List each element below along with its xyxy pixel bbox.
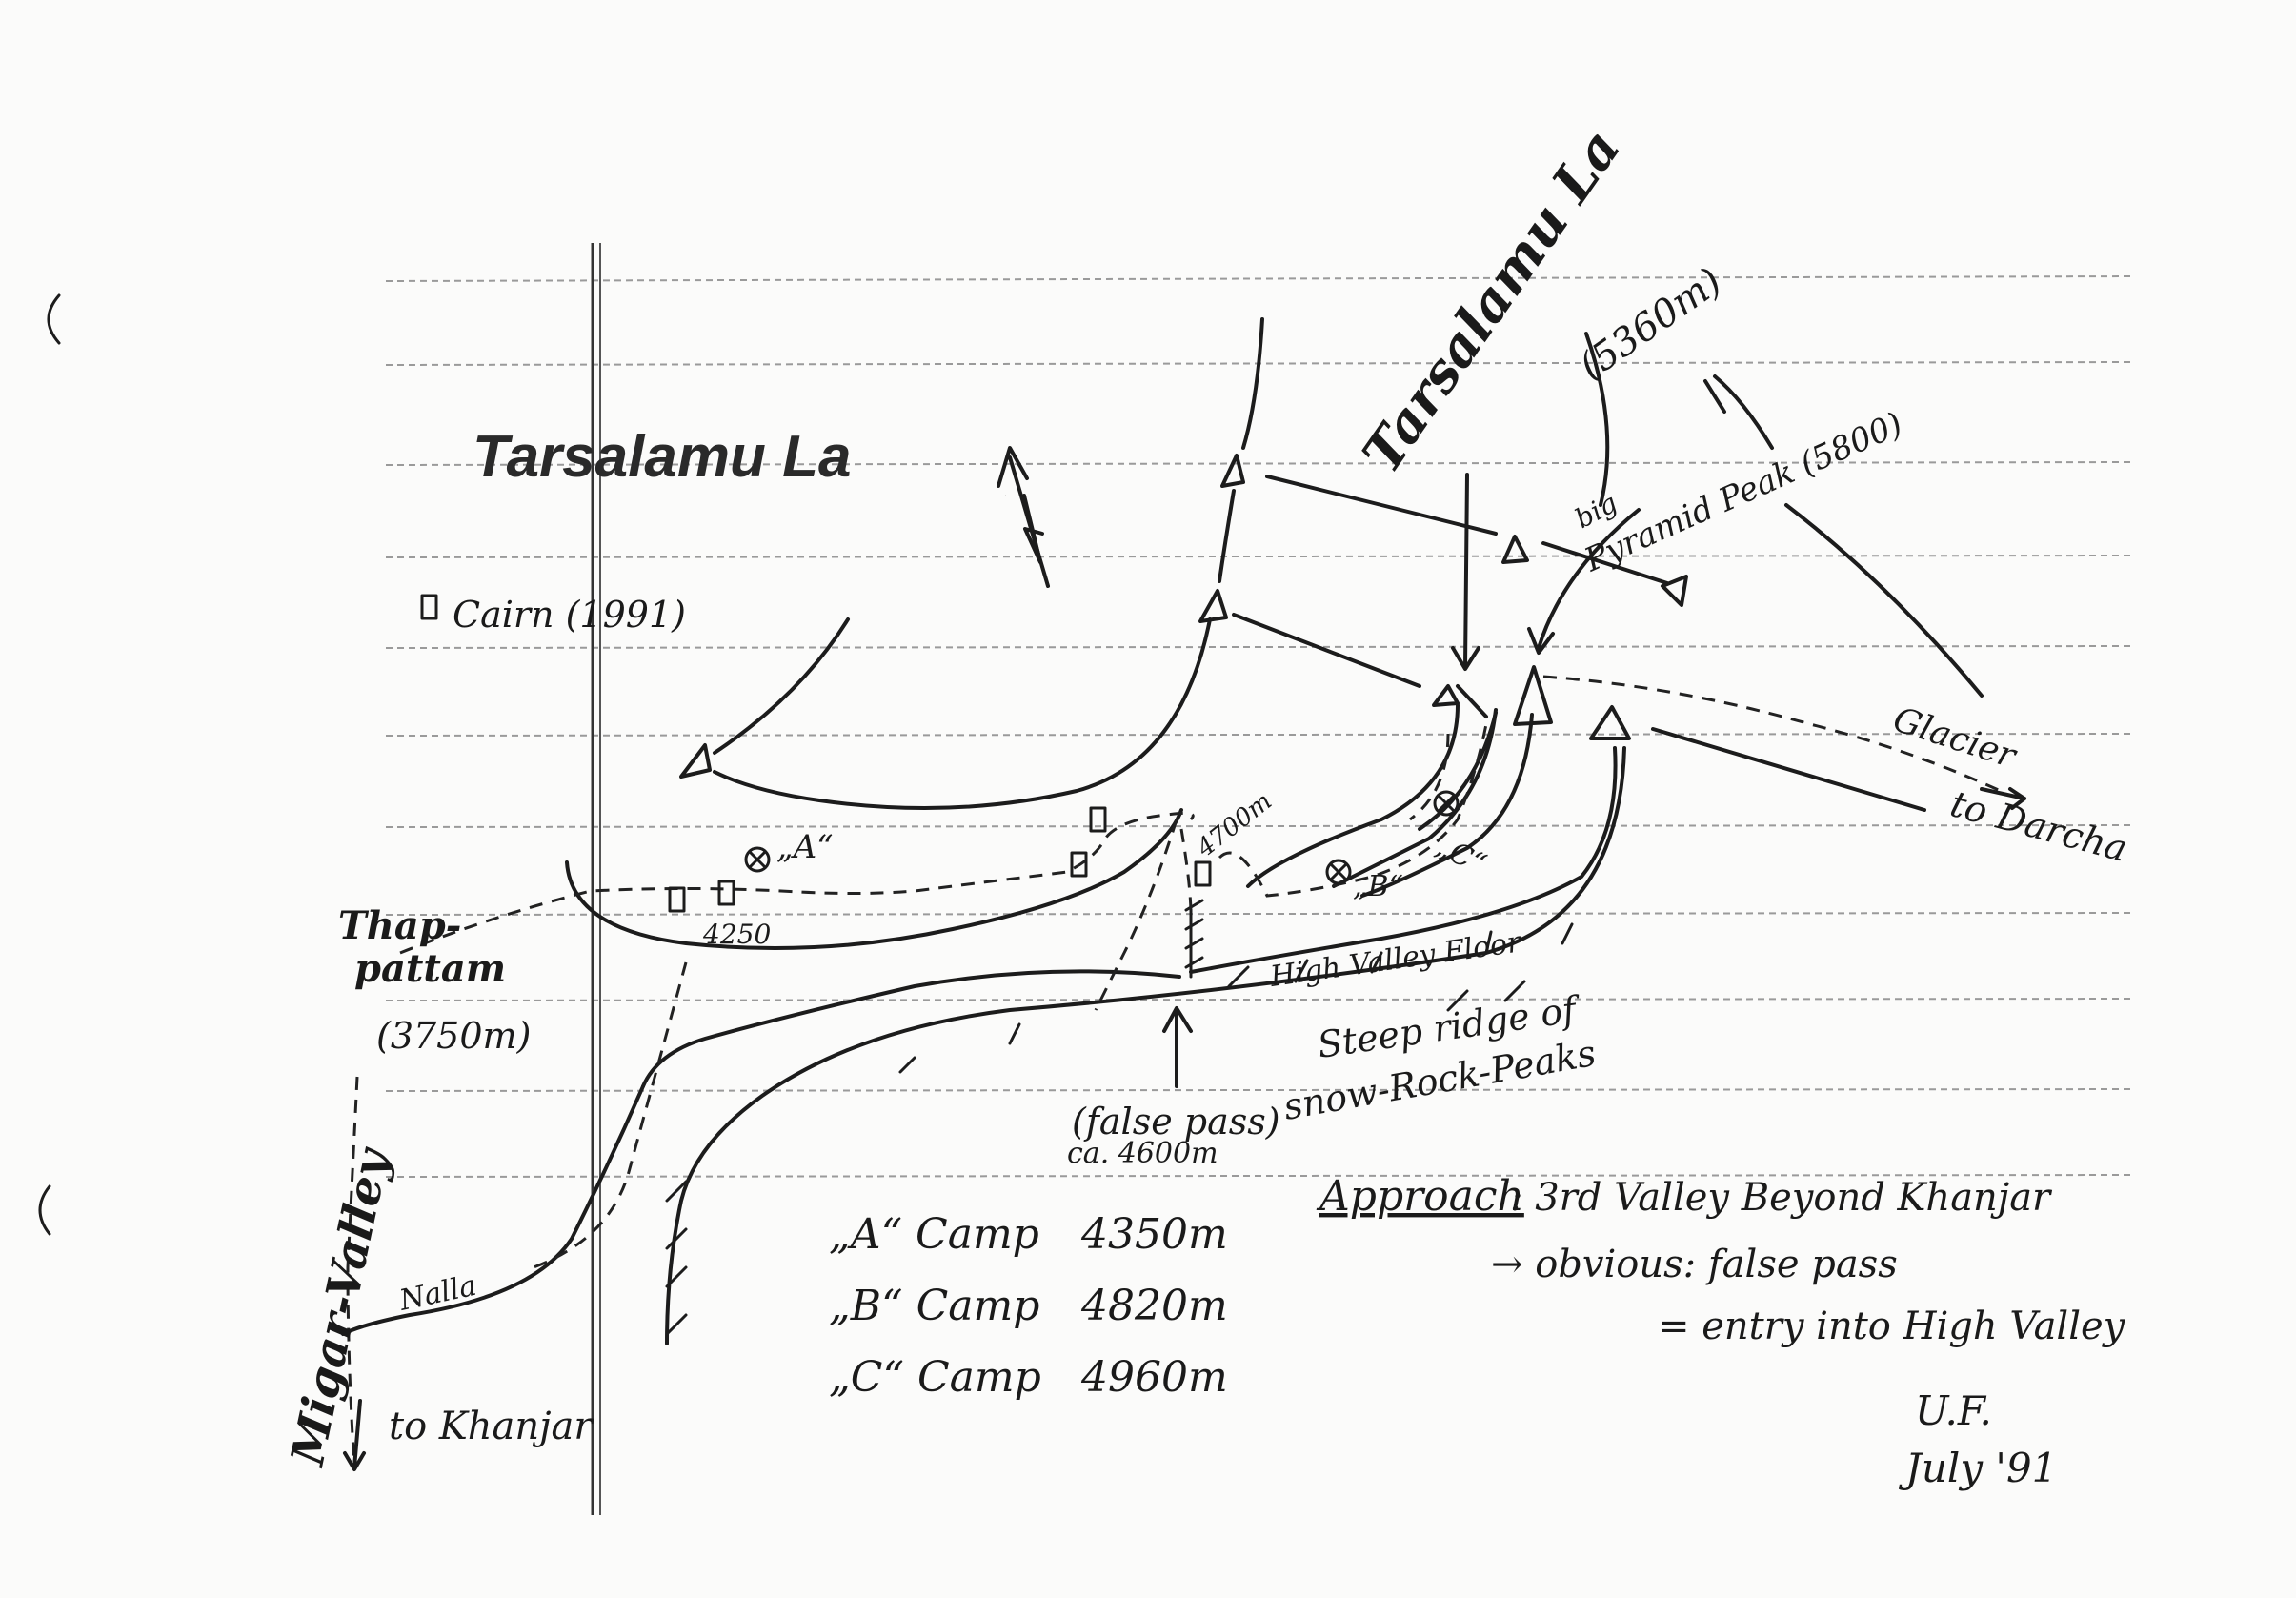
north-symbol-text: N bbox=[1004, 495, 1006, 496]
ridge-line bbox=[1784, 503, 1984, 698]
ridge-line bbox=[665, 746, 1626, 1345]
pass-name-label: Tarsalamu La bbox=[1350, 118, 1632, 484]
cairn-label: Cairn (1991) bbox=[453, 594, 686, 636]
false-pass-elevation-label: ca. 4600m bbox=[1067, 1137, 1218, 1170]
ridge-line bbox=[565, 808, 1183, 950]
signature-initials: U.F. bbox=[1915, 1387, 1992, 1434]
migar-valley-label: Migar-Valley bbox=[281, 1143, 401, 1472]
peak-icon bbox=[1513, 665, 1553, 726]
punch-hole-mark bbox=[47, 293, 61, 345]
ridge-line bbox=[1456, 684, 1488, 718]
glacier-label: Glacier bbox=[1888, 700, 2022, 777]
arrow-icon bbox=[1980, 787, 2026, 810]
ridge-line bbox=[713, 617, 850, 755]
ridge-line bbox=[1584, 332, 1610, 507]
approach-line: = entry into High Valley bbox=[1658, 1305, 2126, 1348]
camp-legend-elevation: 4820m bbox=[1080, 1282, 1228, 1330]
to-khanjar-label: to Khanjar bbox=[389, 1405, 594, 1448]
ridge-line bbox=[1265, 475, 1498, 536]
ridge-line bbox=[1651, 727, 1926, 812]
approach-notes: Approach : 3rd Valley Beyond Khanjar → o… bbox=[1316, 1172, 2126, 1348]
village-label: Thap- bbox=[338, 903, 461, 948]
camp-legend-name: „A“ Camp bbox=[829, 1210, 1039, 1259]
cairn-icon bbox=[1089, 806, 1107, 833]
ridge-line bbox=[641, 969, 1181, 1088]
cairn-icon bbox=[420, 594, 438, 620]
ridge-line bbox=[1241, 317, 1264, 450]
false-pass-label: (false pass) bbox=[1072, 1101, 1280, 1143]
signature-date: July '91 bbox=[1898, 1445, 2057, 1491]
punch-hole-mark bbox=[38, 1184, 51, 1236]
ridge-line bbox=[1232, 613, 1421, 688]
arrow-icon bbox=[1451, 473, 1480, 671]
arrow-icon bbox=[1527, 508, 1641, 655]
ruled-lines bbox=[385, 275, 2135, 1178]
peak-icon bbox=[1432, 684, 1460, 707]
to-darcha-label: to Darcha bbox=[1946, 782, 2132, 870]
elevation-label: 4700m bbox=[1191, 787, 1278, 863]
camp-b-icon bbox=[1325, 859, 1352, 885]
ridge-line bbox=[1541, 541, 1669, 585]
peak-icon bbox=[1220, 454, 1245, 488]
peak-icon bbox=[679, 743, 712, 779]
peak-icon bbox=[1589, 705, 1631, 740]
camp-legend-name: „B“ Camp bbox=[829, 1282, 1039, 1330]
map-title: Tarsalamu La bbox=[473, 424, 851, 490]
ridge-line bbox=[1189, 746, 1618, 974]
village-label: pattam bbox=[354, 946, 506, 991]
camp-legend-elevation: 4350m bbox=[1080, 1210, 1228, 1259]
pass-elevation-label: (5360m) bbox=[1571, 259, 1729, 389]
peak-label: Pyramid Peak (5800) bbox=[1578, 405, 1908, 580]
arrow-icon bbox=[1703, 379, 1726, 414]
approach-line: : 3rd Valley Beyond Khanjar bbox=[1510, 1176, 2053, 1220]
camp-legend-name: „C“ Camp bbox=[829, 1353, 1041, 1402]
approach-heading: Approach bbox=[1316, 1172, 1524, 1221]
ridge-line bbox=[1360, 713, 1534, 898]
ridge-line bbox=[713, 617, 1212, 810]
ridge-line bbox=[1218, 489, 1236, 583]
peak-icon bbox=[1501, 535, 1529, 564]
peak-prefix-label: big bbox=[1570, 487, 1622, 535]
arrow-icon bbox=[1162, 1006, 1193, 1088]
cairn-icon bbox=[1070, 851, 1088, 878]
peak-icon bbox=[1661, 575, 1688, 607]
hachure-marks bbox=[665, 899, 1574, 1336]
ridge-line bbox=[1713, 374, 1774, 450]
camp-a-marker: „A“ bbox=[776, 828, 834, 866]
camps-legend: „A“ Camp 4350m „B“ Camp 4820m „C“ Camp 4… bbox=[829, 1210, 1228, 1402]
camp-b-marker: „B“ bbox=[1353, 870, 1403, 903]
north-arrow-icon bbox=[997, 446, 1050, 588]
cairn-icon bbox=[1194, 860, 1212, 887]
ridge-line bbox=[1418, 711, 1498, 831]
arrow-icon bbox=[343, 1399, 366, 1471]
signature: U.F. July '91 bbox=[1898, 1387, 2057, 1491]
camp-legend-elevation: 4960m bbox=[1080, 1353, 1228, 1402]
peak-icon bbox=[1198, 589, 1228, 623]
camp-a-icon bbox=[744, 846, 771, 873]
ridge-line bbox=[341, 1084, 645, 1336]
approach-line: → obvious: false pass bbox=[1491, 1243, 1898, 1286]
ridge-line bbox=[1332, 708, 1498, 888]
elevation-label: 4250 bbox=[702, 919, 771, 950]
route-paths bbox=[346, 675, 2002, 1468]
cairn-icon bbox=[717, 880, 735, 906]
ridge-line bbox=[1246, 703, 1460, 888]
village-elevation-label: (3750m) bbox=[376, 1015, 531, 1057]
camp-c-icon bbox=[1433, 790, 1460, 817]
cairn-icon bbox=[668, 886, 686, 913]
